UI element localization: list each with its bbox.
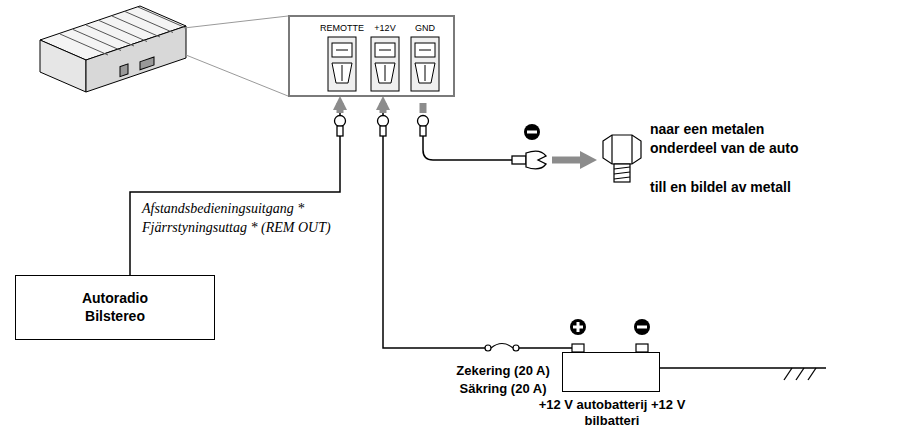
note-label: till en bildel av metall bbox=[650, 178, 850, 197]
car-battery: +12 V autobatterij +12 V bilbatteri bbox=[562, 352, 660, 392]
ground-symbol bbox=[648, 352, 826, 380]
minus-sign bbox=[634, 319, 650, 335]
minus-sign bbox=[524, 124, 540, 140]
car-radio-box: Autoradio Bilstereo bbox=[15, 275, 215, 340]
wire bbox=[130, 98, 340, 275]
amplifier-illustration bbox=[40, 6, 186, 92]
bolt bbox=[603, 135, 641, 182]
insertion-arrow bbox=[552, 151, 597, 169]
pin-name: +12V bbox=[374, 23, 395, 34]
battery-terminal bbox=[572, 344, 648, 352]
fork-lug bbox=[512, 151, 546, 169]
insertion-arrow bbox=[340, 103, 423, 113]
ground-wire bbox=[423, 136, 512, 160]
terminal-block: REMOTTE +12V GND bbox=[288, 15, 455, 97]
box-label: Autoradio Bilstereo bbox=[82, 290, 148, 325]
ring-lug bbox=[335, 116, 429, 137]
fuse-symbol bbox=[485, 342, 519, 354]
wire-label: Afstandsbedieningsuitgang * Fjärrstyning… bbox=[142, 200, 342, 238]
pin-name: GND bbox=[415, 23, 435, 34]
battery-label: +12 V autobatterij +12 V bilbatteri bbox=[537, 397, 687, 430]
pin-name: REMOTTE bbox=[320, 23, 364, 34]
wire-label: Zekering (20 A) Säkring (20 A) bbox=[448, 362, 558, 397]
wire bbox=[383, 98, 578, 352]
note-label: naar een metalen onderdeel van de auto bbox=[650, 120, 830, 158]
plus-sign bbox=[570, 319, 586, 335]
